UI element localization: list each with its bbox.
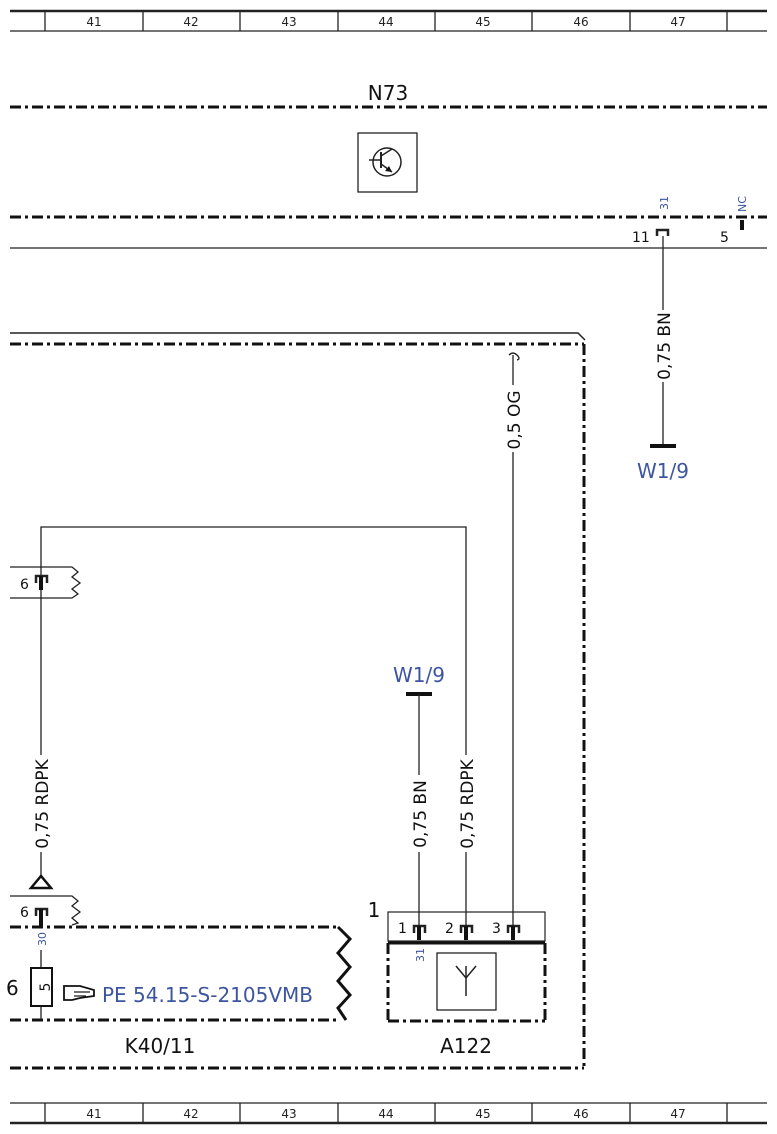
n73-label: N73 [368, 81, 408, 105]
a122-pin-2: 2 [445, 921, 454, 937]
grid-col-42: 42 [183, 15, 198, 29]
connector-upper: 6 [10, 566, 82, 599]
wire-label-bn-upper: 0,75 BN [655, 312, 675, 380]
fuse-symbol [30, 967, 53, 1007]
wire-bn-upper: 0,75 BN W1/9 [637, 236, 689, 483]
connector-upper-pin: 6 [20, 577, 29, 593]
enclosure-frame [10, 332, 586, 1070]
connector-lower: 6 30 [10, 895, 82, 946]
grid-col-47-bottom: 47 [670, 1107, 685, 1121]
a122-label: A122 [440, 1034, 492, 1058]
a122-ref-number: 1 [368, 898, 381, 922]
ground-w1-9-lower: W1/9 [393, 663, 445, 687]
a122-pin-3: 3 [492, 921, 501, 937]
wire-label-rdpk-left: 0,75 RDPK [33, 758, 53, 848]
grid-col-41-bottom: 41 [86, 1107, 101, 1121]
grid-col-45: 45 [475, 15, 490, 29]
reference-link[interactable]: PE 54.15-S-2105VMB [102, 983, 313, 1007]
fuse-number: 6 [6, 976, 19, 1000]
transistor-symbol-box [357, 132, 418, 193]
k40-11-module: 5 6 PE 54.15-S-2105VMB K40/11 [6, 925, 353, 1058]
wire-rdpk-left: 0,75 RDPK [28, 590, 54, 890]
bottom-grid-ruler: 41 42 43 44 45 46 47 [10, 1102, 767, 1125]
wire-label-bn-lower: 0,75 BN [411, 780, 431, 848]
wire-label-rdpk-right: 0,75 RDPK [458, 758, 478, 848]
connector-lower-terminal: 30 [36, 932, 49, 946]
wire-label-og: 0,5 OG [505, 391, 525, 450]
grid-col-44-bottom: 44 [378, 1107, 393, 1121]
a122-module: 1 1 31 2 3 A122 [368, 898, 547, 1058]
grid-col-42-bottom: 42 [183, 1107, 198, 1121]
grid-col-46: 46 [573, 15, 588, 29]
n73-pin5-terminal: NC [736, 196, 749, 212]
n73-pin-11: 11 [632, 230, 650, 246]
fuse-value: 5 [38, 983, 54, 992]
a122-pin-1: 1 [398, 921, 407, 937]
connector-lower-pin: 6 [20, 905, 29, 921]
grid-col-41: 41 [86, 15, 101, 29]
top-grid-ruler: 41 42 43 44 45 46 47 [10, 9, 767, 32]
wire-rdpk-loop: 0,75 RDPK [40, 526, 478, 925]
k40-11-label: K40/11 [125, 1034, 196, 1058]
transistor-icon [369, 147, 402, 177]
ground-w1-9-upper: W1/9 [637, 459, 689, 483]
n73-module: N73 31 11 NC 5 [10, 81, 767, 249]
grid-col-44: 44 [378, 15, 393, 29]
n73-pin-5: 5 [720, 230, 729, 246]
wire-og: 0,5 OG [505, 352, 525, 925]
grid-col-45-bottom: 45 [475, 1107, 490, 1121]
wire-bn-lower: W1/9 0,75 BN [393, 663, 445, 925]
hand-pointing-right-icon [63, 985, 95, 1001]
grid-col-47: 47 [670, 15, 685, 29]
n73-pin11-terminal: 31 [658, 196, 671, 210]
a122-pin1-terminal: 31 [414, 948, 427, 962]
antenna-icon [455, 965, 477, 996]
grid-col-43: 43 [281, 15, 296, 29]
grid-col-43-bottom: 43 [281, 1107, 296, 1121]
grid-col-46-bottom: 46 [573, 1107, 588, 1121]
